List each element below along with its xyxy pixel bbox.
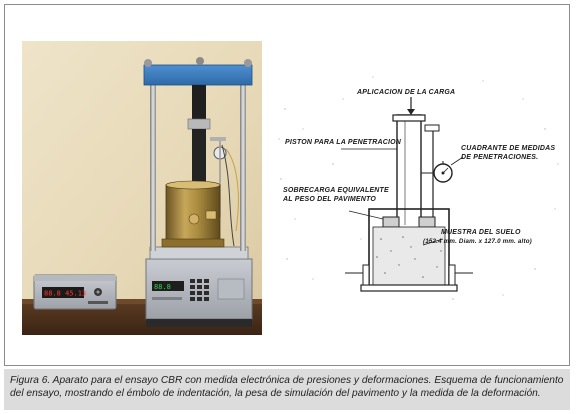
- dial-label-line1: CUADRANTE DE MEDIDAS: [461, 145, 556, 152]
- control-console: 88.8: [145, 258, 253, 327]
- schematic-drawing: [278, 76, 559, 300]
- sample-label-line1: MUESTRA DEL SUELO: [441, 229, 521, 236]
- surcharge-label-line2: AL PESO DEL PAVIMENTO: [283, 196, 377, 203]
- readout-display: 88.8 45.13: [44, 290, 86, 298]
- cbr-apparatus-photo: 88.8 45.13 88.8: [22, 41, 262, 335]
- piston: [392, 114, 426, 230]
- apparatus-illustration: 88.8 45.13 88.8: [22, 41, 262, 335]
- cbr-schematic: APLICACION DE LA CARGA PISTON PARA LA PE…: [273, 69, 565, 309]
- dial-gauge-schematic: [421, 124, 453, 219]
- readout-unit: 88.8 45.13: [33, 274, 117, 310]
- cbr-mould: [161, 180, 225, 248]
- dial-gauge: [210, 137, 239, 247]
- crosshead: [143, 57, 253, 86]
- piston-label: PISTON PARA LA PENETRACION: [285, 139, 402, 146]
- load-label: APLICACION DE LA CARGA: [357, 89, 456, 96]
- sample-label-line2: (152.4 mm. Diam. x 127.0 mm. alto): [423, 238, 532, 245]
- figure-caption: Figura 6. Aparato para el ensayo CBR con…: [4, 369, 570, 410]
- dial-label-line2: DE PENETRACIONES.: [461, 154, 539, 161]
- surcharge-label-line1: SOBRECARGA EQUIVALENTE: [283, 187, 389, 194]
- console-display: 88.8: [154, 283, 171, 291]
- figure-frame: 88.8 45.13 88.8: [4, 4, 570, 366]
- mould-schematic: [345, 208, 473, 292]
